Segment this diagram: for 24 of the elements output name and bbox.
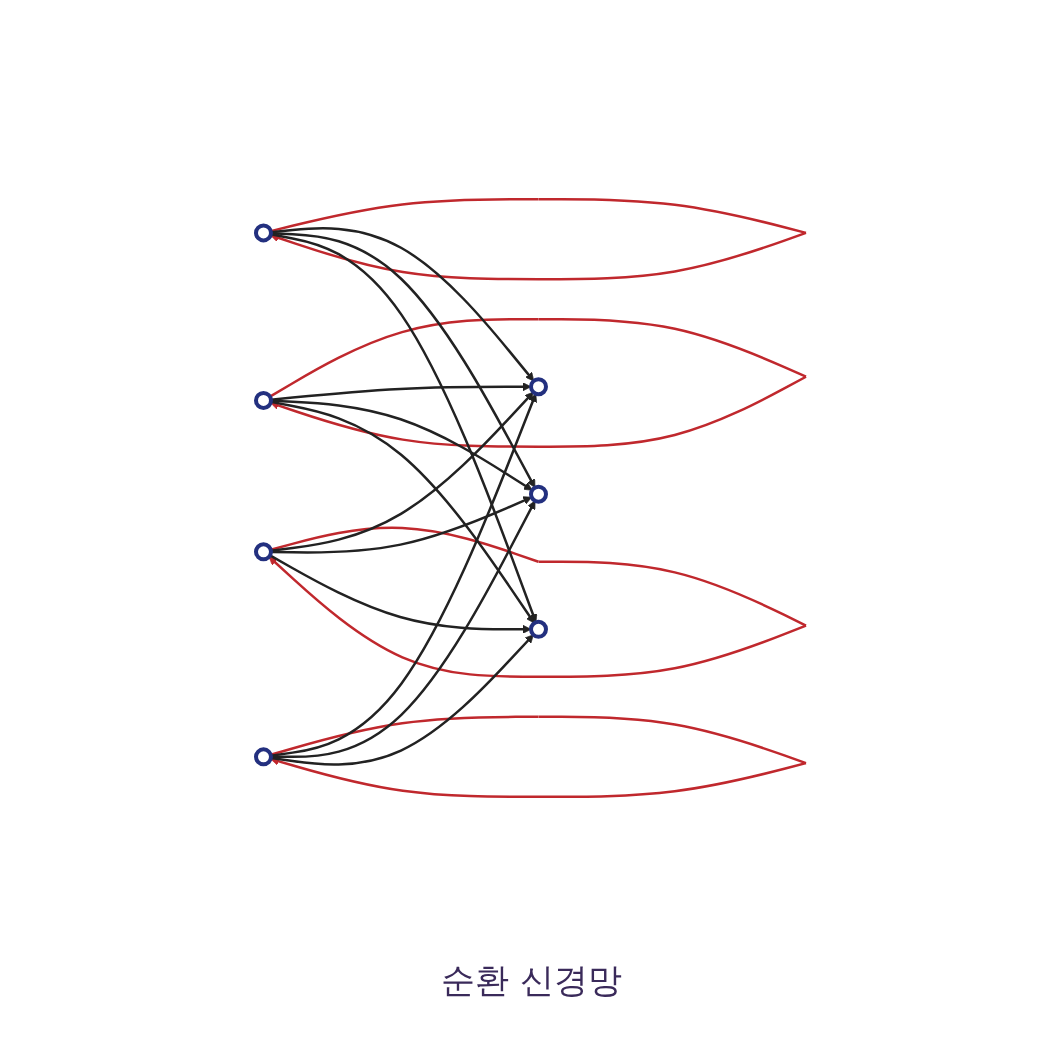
arrow [270,715,807,798]
caption: 순환 신경망 [441,958,622,1002]
arrow [271,232,538,623]
node-circle [254,746,274,766]
arrow [269,317,807,448]
arrow [271,633,535,766]
arrow [271,226,535,381]
arrow [271,495,533,554]
node-circle [254,541,274,561]
arrow [271,231,536,488]
node-circle [254,222,274,242]
node-circle [529,376,549,396]
node-circle [529,484,549,504]
arrow [271,391,535,552]
arrow [269,526,807,678]
node-circle [529,619,549,639]
arrow [271,499,536,758]
node-circle [254,390,274,410]
arrow [269,553,532,634]
arrow [271,381,532,401]
arrow [271,392,538,757]
arrow [270,197,807,280]
arrow [271,400,536,623]
arrow [271,399,533,491]
